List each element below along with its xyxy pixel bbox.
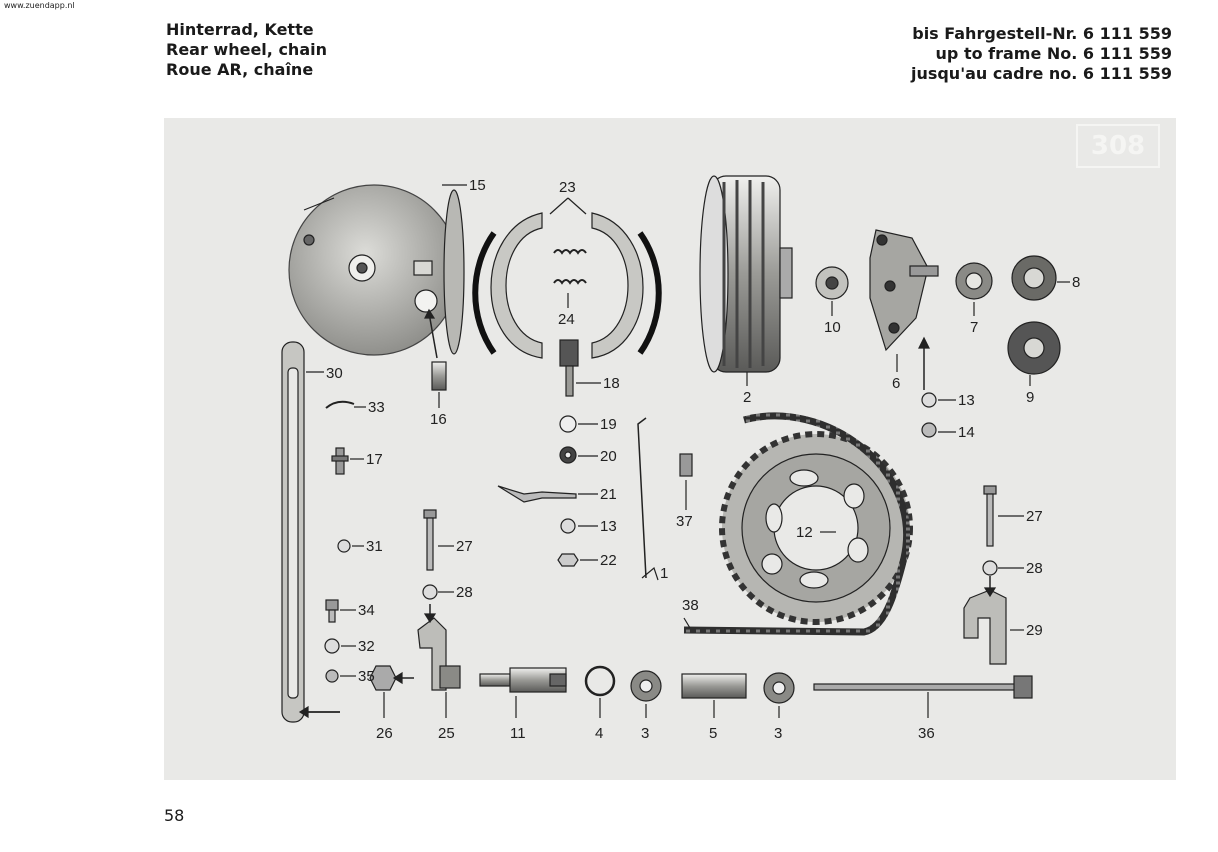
label-18: 18 xyxy=(603,375,620,392)
brake-cam xyxy=(559,339,579,397)
label-19: 19 xyxy=(600,416,617,433)
label-5: 5 xyxy=(709,725,717,742)
wheel-hub xyxy=(699,175,793,373)
frame-range-french: jusqu'au cadre no. 6 111 559 xyxy=(910,64,1172,83)
title-block: Hinterrad, Kette Rear wheel, chain Roue … xyxy=(166,20,327,80)
brake-shoes xyxy=(472,212,662,359)
label-35: 35 xyxy=(358,668,375,685)
label-36: 36 xyxy=(918,725,935,742)
label-33: 33 xyxy=(368,399,385,416)
label-28-right: 28 xyxy=(1026,560,1043,577)
label-10: 10 xyxy=(824,319,841,336)
label-31: 31 xyxy=(366,538,383,555)
label-20: 20 xyxy=(600,448,617,465)
label-22: 22 xyxy=(600,552,617,569)
label-7: 7 xyxy=(970,319,978,336)
label-23: 23 xyxy=(559,179,576,196)
label-32: 32 xyxy=(358,638,375,655)
return-springs xyxy=(553,249,587,285)
label-25: 25 xyxy=(438,725,455,742)
label-30: 30 xyxy=(326,365,343,382)
label-13-right: 13 xyxy=(958,392,975,409)
title-english: Rear wheel, chain xyxy=(166,40,327,59)
label-17: 17 xyxy=(366,451,383,468)
label-15: 15 xyxy=(469,177,486,194)
plate-number: 308 xyxy=(1076,124,1160,168)
label-13-left: 13 xyxy=(600,518,617,535)
page-number: 58 xyxy=(164,806,185,825)
drive-chain xyxy=(683,412,910,636)
frame-range-block: bis Fahrgestell-Nr. 6 111 559 up to fram… xyxy=(911,24,1172,84)
exploded-diagram: 15 23 24 18 16 2 10 6 7 8 9 13 14 30 33 … xyxy=(281,175,1080,742)
rear-sprocket xyxy=(719,431,913,625)
label-8: 8 xyxy=(1072,274,1080,291)
chain-adjuster-bar xyxy=(281,341,305,723)
label-12: 12 xyxy=(796,524,813,541)
label-6: 6 xyxy=(892,375,900,392)
label-1: 1 xyxy=(660,565,668,582)
title-french: Roue AR, chaîne xyxy=(166,60,314,79)
label-27-left: 27 xyxy=(456,538,473,555)
frame-range-english: up to frame No. 6 111 559 xyxy=(935,44,1172,63)
label-29: 29 xyxy=(1026,622,1043,639)
label-9: 9 xyxy=(1026,389,1034,406)
label-2: 2 xyxy=(743,389,751,406)
label-11: 11 xyxy=(510,725,526,742)
label-34: 34 xyxy=(358,602,375,619)
brake-plate xyxy=(288,184,465,356)
label-24: 24 xyxy=(558,311,575,328)
label-38: 38 xyxy=(682,597,699,614)
exploded-view-plate: 30 8 xyxy=(164,118,1176,780)
frame-range-german: bis Fahrgestell-Nr. 6 111 559 xyxy=(912,24,1172,43)
sleeve xyxy=(431,361,447,391)
axle-parts xyxy=(479,665,1033,704)
label-3-right: 3 xyxy=(774,725,782,742)
label-3-left: 3 xyxy=(641,725,649,742)
sprocket-carrier xyxy=(869,229,939,352)
label-21: 21 xyxy=(600,486,617,503)
label-28-left: 28 xyxy=(456,584,473,601)
label-27-right: 27 xyxy=(1026,508,1043,525)
label-14: 14 xyxy=(958,424,975,441)
website-watermark: www.zuendapp.nl xyxy=(4,1,75,10)
part-labels: 15 23 24 18 16 2 10 6 7 8 9 13 14 30 33 … xyxy=(326,177,1080,742)
label-4: 4 xyxy=(595,725,603,742)
label-16: 16 xyxy=(430,411,447,428)
label-37: 37 xyxy=(676,513,693,530)
label-26: 26 xyxy=(376,725,393,742)
title-german: Hinterrad, Kette xyxy=(166,20,314,39)
